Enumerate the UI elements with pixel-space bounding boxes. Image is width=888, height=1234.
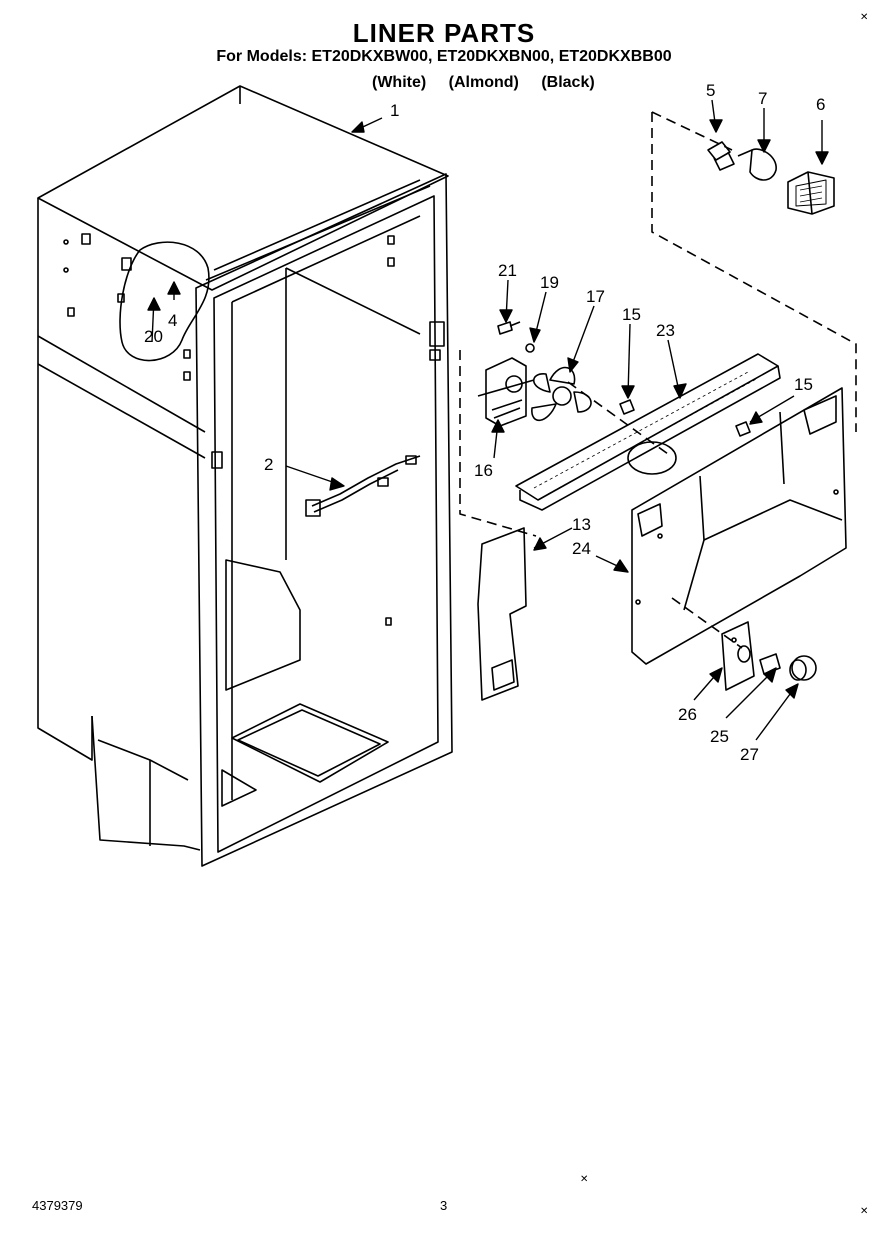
callout-15-upper: 15: [622, 305, 641, 324]
screw-19-part: [525, 343, 535, 353]
light-bulb-part: [737, 148, 777, 181]
switch-plate-part: [721, 621, 755, 691]
screw-15-upper-part: [619, 399, 635, 415]
screw-15-lower-part: [735, 421, 751, 437]
page-number: 3: [440, 1198, 448, 1213]
callout-20: 20: [144, 327, 163, 346]
color-variants: (White) (Almond) (Black): [372, 74, 613, 92]
registration-mark-top: ✕: [860, 12, 869, 23]
doc-number: 4379379: [32, 1198, 83, 1213]
wiring-harness: [305, 455, 421, 517]
light-shield-part: [787, 171, 835, 215]
callout-27: 27: [740, 745, 759, 764]
liner-cabinet: [37, 85, 453, 867]
callout-16: 16: [474, 461, 493, 480]
callout-19: 19: [540, 273, 559, 292]
callout-23: 23: [656, 321, 675, 340]
color-black: (Black): [541, 74, 595, 91]
callout-2: 2: [264, 455, 273, 474]
screw-21-part: [497, 321, 521, 335]
color-almond: (Almond): [448, 74, 519, 91]
fan-motor-part: [477, 357, 535, 427]
callout-1: 1: [390, 101, 399, 120]
thermostat-knob-part: [789, 655, 817, 681]
color-white: (White): [372, 74, 427, 91]
callout-4: 4: [168, 311, 177, 330]
registration-mark-corner: ✕: [860, 1206, 869, 1217]
insulation-strip-part: [477, 527, 527, 701]
callout-leaders: [147, 99, 829, 741]
callout-5: 5: [706, 81, 715, 100]
rear-panel-part: [631, 387, 847, 665]
registration-mark-bottom: ✕: [580, 1174, 589, 1185]
fan-blade-part: [531, 366, 592, 422]
models-label: For Models:: [216, 48, 308, 65]
air-duct-grille-part: [515, 353, 781, 511]
switch-knob-part: [737, 645, 781, 675]
callout-13: 13: [572, 515, 591, 534]
callout-21: 21: [498, 261, 517, 280]
callout-labels: 1 2 4 5 6 7 13 15 15 16 17 19 20 21 23 2…: [144, 81, 825, 764]
light-socket-part: [707, 141, 735, 171]
callout-7: 7: [758, 89, 767, 108]
page-title: LINER PARTS: [352, 18, 536, 48]
callout-24: 24: [572, 539, 591, 558]
callout-26: 26: [678, 705, 697, 724]
callout-15-lower: 15: [794, 375, 813, 394]
models-line: For Models: ET20DKXBW00, ET20DKXBN00, ET…: [0, 48, 888, 66]
callout-6: 6: [816, 95, 825, 114]
models-list: ET20DKXBW00, ET20DKXBN00, ET20DKXBB00: [311, 48, 672, 65]
callout-25: 25: [710, 727, 729, 746]
callout-17: 17: [586, 287, 605, 306]
